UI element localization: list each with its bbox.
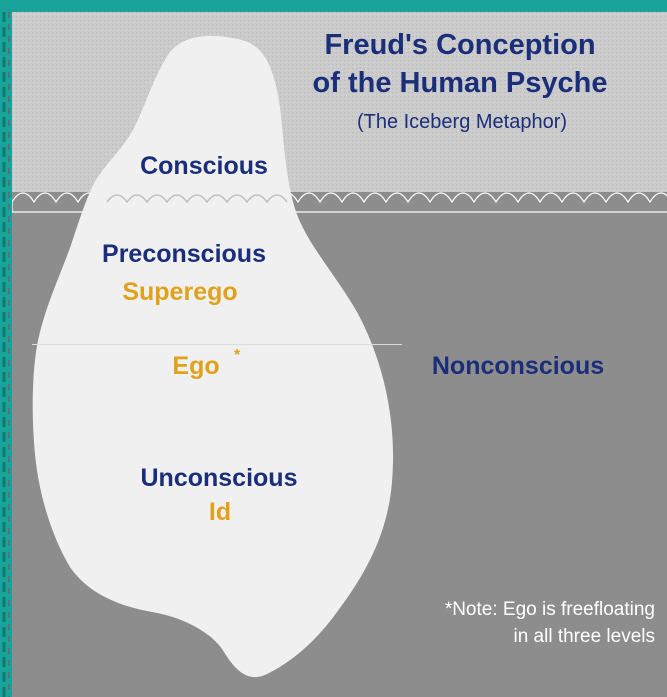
diagram-subtitle: (The Iceberg Metaphor) <box>357 111 567 133</box>
note-line1: *Note: Ego is freefloating <box>445 599 655 620</box>
label-ego: Ego <box>172 352 219 380</box>
diagram-title-line1: Freud's Conception <box>324 29 595 61</box>
left-border-decoration <box>0 12 12 697</box>
ego-asterisk: * <box>234 347 241 364</box>
label-superego: Superego <box>122 278 237 306</box>
label-unconscious: Unconscious <box>141 464 298 492</box>
label-nonconscious: Nonconscious <box>432 352 604 380</box>
level-divider <box>32 344 402 345</box>
label-id: Id <box>209 498 231 526</box>
diagram-title-line2: of the Human Psyche <box>313 67 608 99</box>
iceberg-svg: Freud's Conception of the Human Psyche (… <box>12 12 667 697</box>
label-preconscious: Preconscious <box>102 240 266 268</box>
label-conscious: Conscious <box>140 152 268 180</box>
note-line2: in all three levels <box>513 626 655 647</box>
iceberg-diagram: Freud's Conception of the Human Psyche (… <box>12 12 667 697</box>
